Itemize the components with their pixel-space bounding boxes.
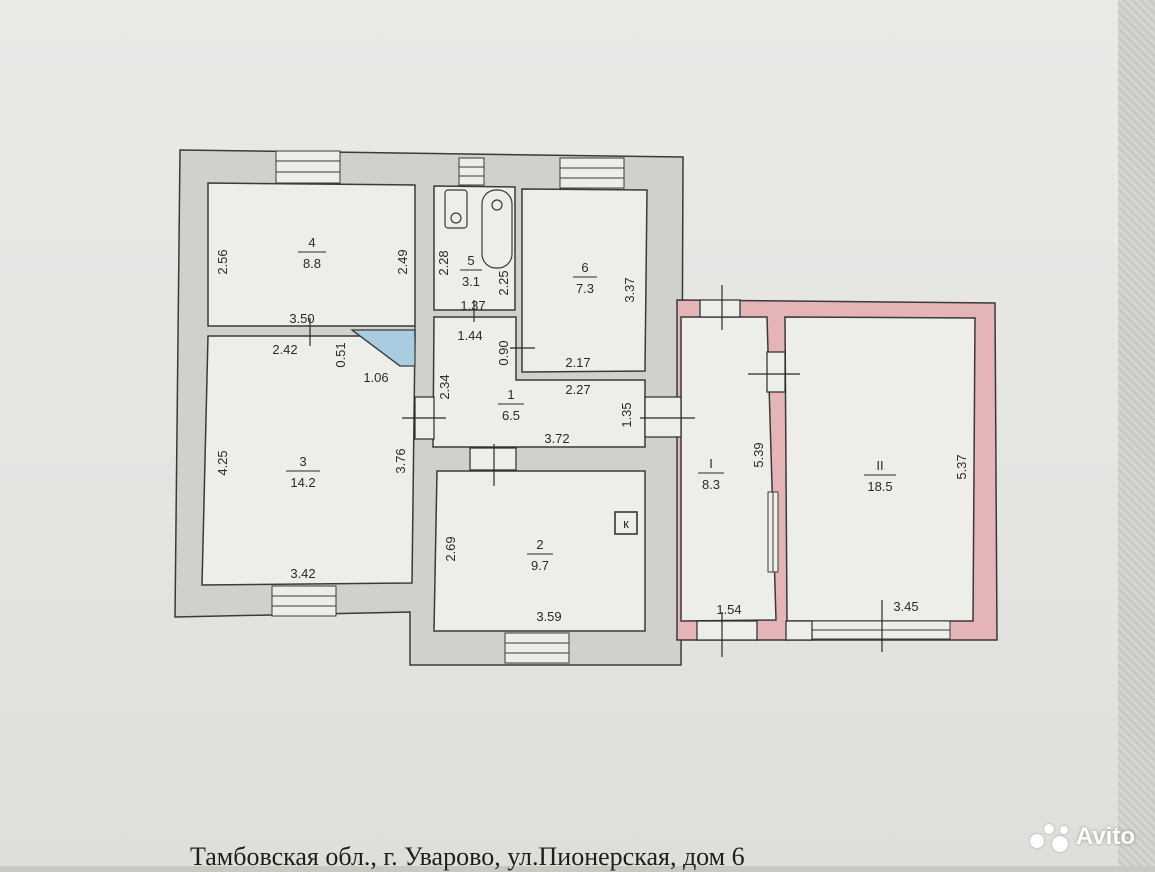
room-II-floor: [784, 316, 976, 622]
plan-label: 18.5: [867, 479, 892, 494]
dim-4-25: 4.25: [215, 450, 230, 475]
plan-label: 4: [308, 235, 315, 250]
dim-1-37: 1.37: [460, 298, 485, 313]
room-2-label: 2 9.7: [527, 537, 553, 573]
plan-label: 8.8: [303, 256, 321, 271]
dim-3-59: 3.59: [536, 609, 561, 624]
dim-2-25: 2.25: [496, 270, 511, 295]
plan-label: 7.3: [576, 281, 594, 296]
address-caption: Тамбовская обл., г. Уварово, ул.Пионерск…: [190, 842, 745, 871]
plan-label: 9.7: [531, 558, 549, 573]
room-4-label: 4 8.8: [298, 235, 326, 271]
window-room3: [271, 585, 337, 617]
plan-label: 6.5: [502, 408, 520, 423]
door-annex-II: [785, 620, 813, 641]
avito-wordmark: Avito: [1075, 823, 1135, 850]
door-hall-room2: [469, 447, 517, 471]
dim-0-90: 0.90: [496, 340, 511, 365]
background-cloth: [1118, 0, 1155, 866]
door-between-annex: [766, 351, 786, 393]
window-room2: [504, 632, 570, 664]
doors: [309, 285, 883, 657]
plan-label: 3: [299, 454, 306, 469]
plan-label: 14.2: [290, 475, 315, 490]
dim-2-17: 2.17: [565, 355, 590, 370]
room-5-label: 5 3.1: [460, 253, 482, 289]
room-6-floor: [521, 188, 648, 373]
dim-2-42: 2.42: [272, 342, 297, 357]
plan-label: 1: [507, 387, 514, 402]
dim-2-34: 2.34: [437, 374, 452, 399]
dim-3-76: 3.76: [393, 448, 408, 473]
window-room5: [458, 157, 485, 186]
plan-label: I: [709, 456, 713, 471]
dim-2-27: 2.27: [565, 382, 590, 397]
dim-1-35: 1.35: [619, 402, 634, 427]
room-1-label: 1 6.5: [498, 387, 524, 423]
room-2-floor: [433, 470, 646, 632]
door-hall-annex: [644, 396, 682, 438]
bathtub: [481, 189, 513, 269]
dim-3-37: 3.37: [622, 277, 637, 302]
sink: [444, 189, 468, 229]
dim-3-72: 3.72: [544, 431, 569, 446]
room-3-floor: [201, 335, 416, 586]
plan-label: 2: [536, 537, 543, 552]
dim-1-06: 1.06: [363, 370, 388, 385]
dim-3-42: 3.42: [290, 566, 315, 581]
dimension-labels: 2.56 2.49 3.50 2.42 0.51 1.06 2.28 2.25 …: [215, 249, 969, 624]
window-room6: [559, 157, 625, 189]
stair-closet: [350, 329, 416, 367]
dim-5-39: 5.39: [751, 442, 766, 467]
dim-1-54: 1.54: [716, 602, 741, 617]
plan-label: 5: [467, 253, 474, 268]
avito-watermark: Avito: [1029, 822, 1135, 852]
room-labels: 4 8.8 5 3.1 6 7.3 1 6.5 3 14.2 2 9.7: [286, 235, 896, 573]
plan-label: II: [876, 458, 883, 473]
dim-2-69: 2.69: [443, 536, 458, 561]
stove-mark: к: [614, 511, 638, 535]
door-annex-outer: [696, 620, 758, 641]
room-1-floor: [432, 316, 646, 448]
dim-5-37: 5.37: [954, 454, 969, 479]
dim-2-49: 2.49: [395, 249, 410, 274]
windows: [271, 150, 951, 664]
room-3-label: 3 14.2: [286, 454, 320, 490]
plan-label: 3.1: [462, 274, 480, 289]
dim-2-28: 2.28: [436, 250, 451, 275]
room-5-floor: [433, 185, 516, 311]
room-II-label: II 18.5: [864, 458, 896, 494]
avito-logo-icon: [1029, 822, 1070, 852]
room-6-label: 6 7.3: [573, 260, 597, 296]
dim-3-50: 3.50: [289, 311, 314, 326]
room-I-floor: [680, 316, 777, 622]
window-room4: [275, 150, 341, 184]
dim-2-56: 2.56: [215, 249, 230, 274]
room-I-label: I 8.3: [698, 456, 724, 492]
dim-1-44: 1.44: [457, 328, 482, 343]
dim-3-45: 3.45: [893, 599, 918, 614]
door-entry-top: [699, 299, 741, 318]
dim-0-51: 0.51: [333, 342, 348, 367]
stove-label: к: [623, 516, 629, 531]
bathroom-fixtures: [444, 189, 513, 269]
plan-label: 6: [581, 260, 588, 275]
plan-label: 8.3: [702, 477, 720, 492]
room-4-floor: [207, 182, 416, 327]
